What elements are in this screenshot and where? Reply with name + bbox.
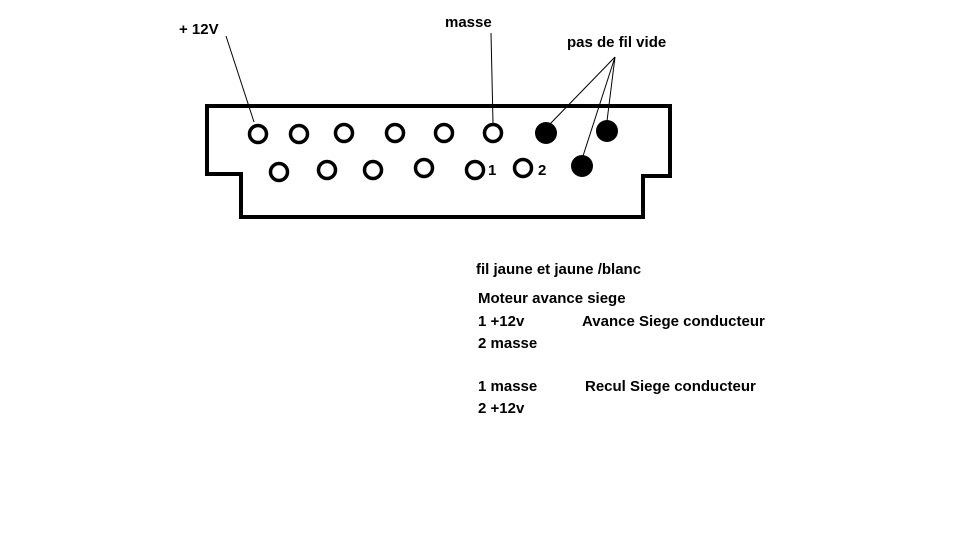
callout-line-empty-1 — [549, 56, 616, 125]
pin-top-6 — [482, 122, 504, 144]
pin-top-3 — [333, 122, 355, 144]
pin-bottom-4 — [413, 157, 435, 179]
note-reverse-desc: Recul Siege conducteur — [585, 378, 756, 395]
note-forward-pin2: 2 masse — [478, 335, 538, 352]
label-plus-12v: + 12V — [179, 21, 219, 38]
pin-number-1: 1 — [488, 162, 497, 179]
pin-bottom-2 — [316, 159, 338, 181]
pin-empty-top-1 — [535, 122, 557, 144]
callout-line-masse — [490, 32, 494, 124]
pin-top-2 — [288, 123, 310, 145]
pin-number-2: 2 — [538, 162, 547, 179]
pin-bottom-3 — [362, 159, 384, 181]
note-forward-desc: Avance Siege conducteur — [582, 313, 765, 330]
note-reverse-pin1: 1 masse — [478, 378, 538, 395]
pin-empty-top-2 — [596, 120, 618, 142]
callout-line-empty-2 — [606, 56, 616, 122]
label-empty-positions: pas de fil vide — [567, 34, 667, 51]
pin-bottom-1 — [268, 161, 290, 183]
note-wire-colors: fil jaune et jaune /blanc — [476, 261, 642, 278]
callout-line-empty-3 — [582, 56, 616, 157]
pin-top-1 — [247, 123, 269, 145]
note-motor: Moteur avance siege — [478, 290, 626, 307]
connector-housing — [205, 104, 672, 219]
note-reverse-pin2: 2 +12v — [478, 400, 525, 417]
pin-top-5 — [433, 122, 455, 144]
pin-bottom-6 — [512, 157, 534, 179]
callout-line-12v — [225, 35, 255, 123]
pin-bottom-5 — [464, 159, 486, 181]
pin-top-4 — [384, 122, 406, 144]
label-masse: masse — [445, 14, 492, 31]
note-forward-pin1: 1 +12v — [478, 313, 525, 330]
pin-empty-bottom-1 — [571, 155, 593, 177]
